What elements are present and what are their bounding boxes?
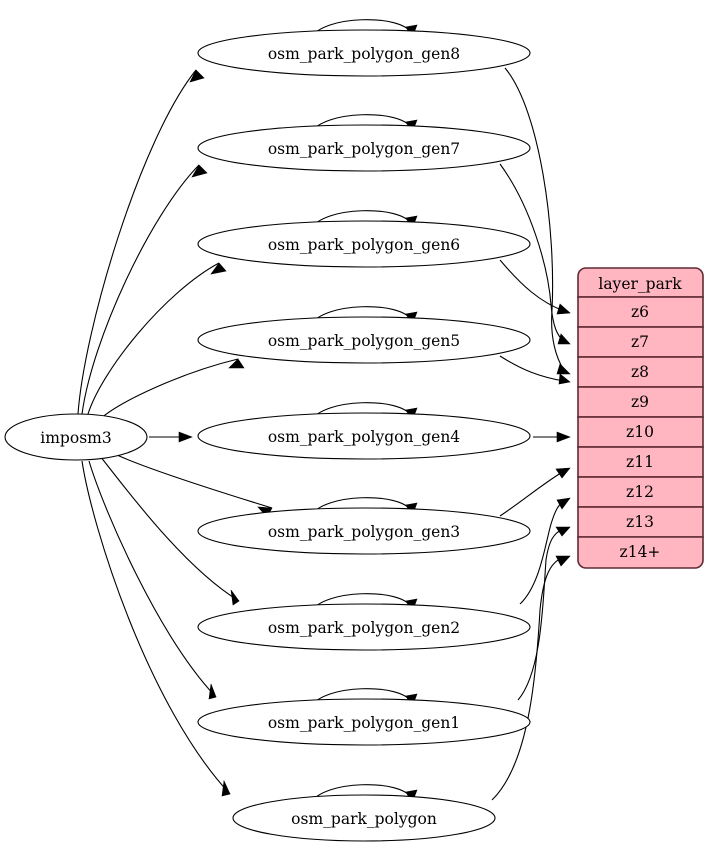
node-imposm3[interactable]: imposm3 — [4, 413, 148, 461]
node-gen6-label: osm_park_polygon_gen6 — [268, 236, 460, 254]
node-osm-park-polygon-gen6[interactable]: osm_park_polygon_gen6 — [197, 220, 531, 268]
layer-park-title: layer_park — [598, 275, 682, 293]
node-gen3-label: osm_park_polygon_gen3 — [268, 523, 460, 541]
node-imposm3-label: imposm3 — [40, 429, 111, 447]
node-osm-park-polygon-gen7[interactable]: osm_park_polygon_gen7 — [197, 124, 531, 172]
node-gen8-label: osm_park_polygon_gen8 — [268, 45, 460, 63]
node-osm-park-polygon-gen4[interactable]: osm_park_polygon_gen4 — [197, 412, 531, 460]
node-osm-park-polygon-gen2[interactable]: osm_park_polygon_gen2 — [197, 603, 531, 651]
node-osm-park-polygon[interactable]: osm_park_polygon — [232, 794, 496, 842]
node-osm-park-polygon-label: osm_park_polygon — [291, 810, 437, 828]
row-cell-z7[interactable] — [577, 326, 704, 358]
node-gen1-label: osm_park_polygon_gen1 — [268, 714, 460, 732]
edges-to-layer-park — [491, 67, 571, 801]
node-gen7-label: osm_park_polygon_gen7 — [268, 140, 460, 158]
row-label-z12: z12 — [626, 483, 654, 501]
row-cell-z9[interactable] — [577, 386, 704, 418]
edges-from-imposm3 — [77, 69, 273, 797]
row-cell-z6[interactable] — [577, 296, 704, 328]
row-label-z11: z11 — [626, 453, 654, 471]
layer-park-header-cell — [577, 267, 704, 298]
row-label-z6: z6 — [631, 303, 649, 321]
node-osm-park-polygon-gen1[interactable]: osm_park_polygon_gen1 — [197, 698, 531, 746]
row-label-z13: z13 — [626, 513, 654, 531]
row-label-z7: z7 — [631, 333, 649, 351]
layer-park-table[interactable]: layer_park z6 z7 z8 z9 z10 z11 z12 z13 z… — [577, 267, 704, 569]
row-label-z9: z9 — [631, 393, 649, 411]
row-label-z14plus: z14+ — [620, 543, 661, 561]
node-osm-park-polygon-gen3[interactable]: osm_park_polygon_gen3 — [197, 507, 531, 555]
node-gen5-label: osm_park_polygon_gen5 — [268, 332, 460, 350]
row-label-z10: z10 — [626, 423, 654, 441]
row-label-z8: z8 — [631, 363, 649, 381]
node-osm-park-polygon-gen5[interactable]: osm_park_polygon_gen5 — [197, 316, 531, 364]
node-gen4-label: osm_park_polygon_gen4 — [268, 428, 460, 446]
node-gen2-label: osm_park_polygon_gen2 — [268, 619, 460, 637]
row-cell-z13[interactable] — [577, 506, 704, 538]
node-osm-park-polygon-gen8[interactable]: osm_park_polygon_gen8 — [197, 29, 531, 77]
row-cell-z8[interactable] — [577, 356, 704, 388]
row-cell-z14plus[interactable] — [577, 536, 704, 569]
